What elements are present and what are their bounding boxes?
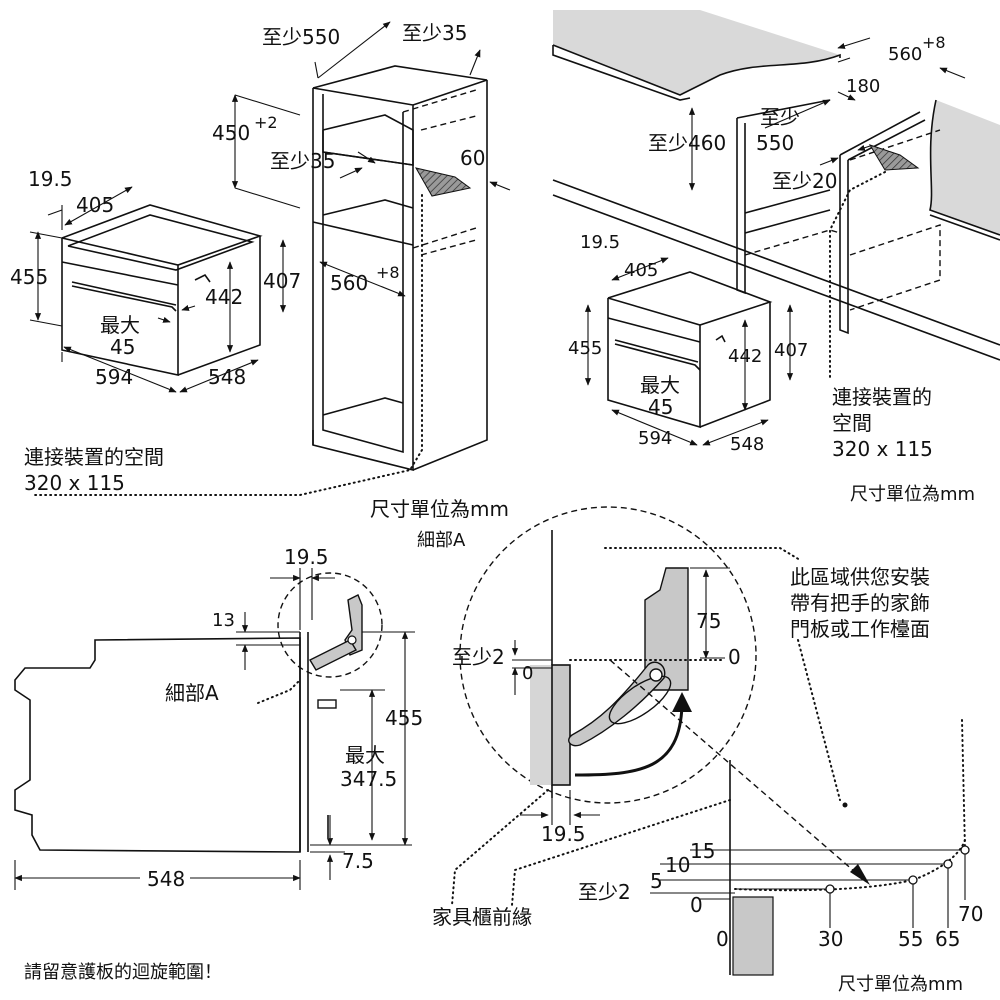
- bl-label-548: 548: [147, 867, 185, 891]
- tr-label-w560: 560: [888, 44, 922, 65]
- side-section-drawing: [14, 568, 415, 890]
- label-h450: 450: [212, 121, 250, 145]
- install-note-3: 門板或工作檯面: [790, 617, 930, 641]
- tr-connection-label-2: 空間: [832, 411, 872, 435]
- tr-connection-label-1: 連接裝置的: [832, 385, 932, 409]
- swing-scale-drawing: [650, 719, 970, 976]
- label-h450-sup: +2: [254, 113, 278, 132]
- install-note-1: 此區域供您安裝: [790, 565, 930, 589]
- top-left-labels: 至少550 至少35 450 +2 至少35 60 560 +8 19.5 40…: [10, 21, 509, 521]
- cabinet-front-label: 家具櫃前緣: [432, 905, 532, 929]
- tr-label-d20: 至少20: [772, 169, 837, 193]
- tr-oven-548: 548: [730, 434, 764, 455]
- unit-note-top-left: 尺寸單位為mm: [370, 497, 509, 521]
- tr-label-d550-a: 至少: [760, 105, 800, 129]
- detail-a-title: 細部A: [417, 530, 466, 551]
- bl-label-455: 455: [385, 706, 423, 730]
- scale-y15: 15: [690, 839, 715, 863]
- unit-note-top-right: 尺寸單位為mm: [850, 484, 975, 505]
- label-d60: 60: [460, 146, 485, 170]
- scale-y0: 0: [690, 893, 703, 917]
- install-note-2: 帶有把手的家飾: [790, 591, 930, 615]
- tr-label-d180: 180: [846, 76, 880, 97]
- label-oven-19-5: 19.5: [28, 167, 73, 191]
- label-oven-442: 442: [205, 285, 243, 309]
- label-oven-594: 594: [95, 365, 133, 389]
- bottom-right-labels: 細部A 至少2 0 75 0 19.5 此區域供您安裝 帶有把手的家飾 門板或工…: [417, 530, 983, 995]
- br-label-zero-b: 0: [728, 645, 741, 669]
- label-oven-45: 45: [110, 335, 135, 359]
- tr-label-w560-sup: +8: [922, 33, 946, 52]
- tr-oven-407: 407: [774, 340, 808, 361]
- br-label-min2-a: 至少2: [452, 645, 505, 669]
- scale-x70: 70: [958, 902, 983, 926]
- rotation-note: 請留意護板的迴旋範圍！: [24, 962, 222, 983]
- tr-oven-455: 455: [568, 338, 602, 359]
- tr-label-d550-b: 550: [756, 131, 794, 155]
- bl-label-7-5: 7.5: [342, 849, 374, 873]
- br-label-19-5: 19.5: [541, 822, 586, 846]
- label-w560-sup: +8: [376, 263, 400, 282]
- under-counter-drawing: [552, 10, 1000, 381]
- br-label-75: 75: [696, 609, 721, 633]
- br-label-zero-a: 0: [522, 663, 533, 684]
- label-oven-455: 455: [10, 265, 48, 289]
- top-right-labels: 560 +8 180 至少 550 至少460 至少20 19.5 405 45…: [568, 33, 975, 505]
- connection-space-size: 320 x 115: [24, 471, 125, 495]
- tr-oven-594: 594: [638, 428, 672, 449]
- scale-min2-b: 至少2: [578, 880, 631, 904]
- bl-label-19-5: 19.5: [284, 545, 329, 569]
- label-oven-548: 548: [208, 365, 246, 389]
- tall-cabinet-drawing: [34, 21, 511, 496]
- bottom-left-labels: 19.5 13 細部A 455 最大 347.5 7.5 548 請留意護板的迴…: [24, 545, 423, 983]
- scale-y10: 10: [665, 853, 690, 877]
- scale-x65: 65: [935, 927, 960, 951]
- tr-oven-45: 45: [648, 395, 673, 419]
- scale-y5: 5: [650, 869, 663, 893]
- label-d35-top: 至少35: [402, 21, 467, 45]
- tr-oven-max: 最大: [640, 373, 680, 397]
- label-d550: 至少550: [262, 25, 340, 49]
- label-oven-max: 最大: [100, 313, 140, 337]
- tr-oven-442: 442: [728, 346, 762, 367]
- label-oven-405: 405: [76, 193, 114, 217]
- unit-note-bottom-right: 尺寸單位為mm: [838, 974, 963, 995]
- bl-label-13: 13: [212, 610, 235, 631]
- scale-x30: 30: [818, 927, 843, 951]
- bl-label-347-5: 347.5: [340, 767, 397, 791]
- scale-x0: 0: [716, 927, 729, 951]
- bl-label-detail-a: 細部A: [165, 681, 219, 705]
- connection-space-label: 連接裝置的空間: [24, 445, 164, 469]
- tr-connection-size: 320 x 115: [832, 437, 933, 461]
- scale-x55: 55: [898, 927, 923, 951]
- bl-label-max: 最大: [345, 743, 385, 767]
- label-w560: 560: [330, 271, 368, 295]
- oven-drawing-top-right: [584, 257, 794, 446]
- tr-oven-405: 405: [624, 260, 658, 281]
- tr-oven-19-5: 19.5: [580, 232, 620, 253]
- oven-drawing-top-left: [29, 186, 287, 393]
- detail-a-drawing: [451, 506, 870, 906]
- label-d35-mid: 至少35: [270, 149, 335, 173]
- label-oven-407: 407: [263, 269, 301, 293]
- tr-label-h460: 至少460: [648, 131, 726, 155]
